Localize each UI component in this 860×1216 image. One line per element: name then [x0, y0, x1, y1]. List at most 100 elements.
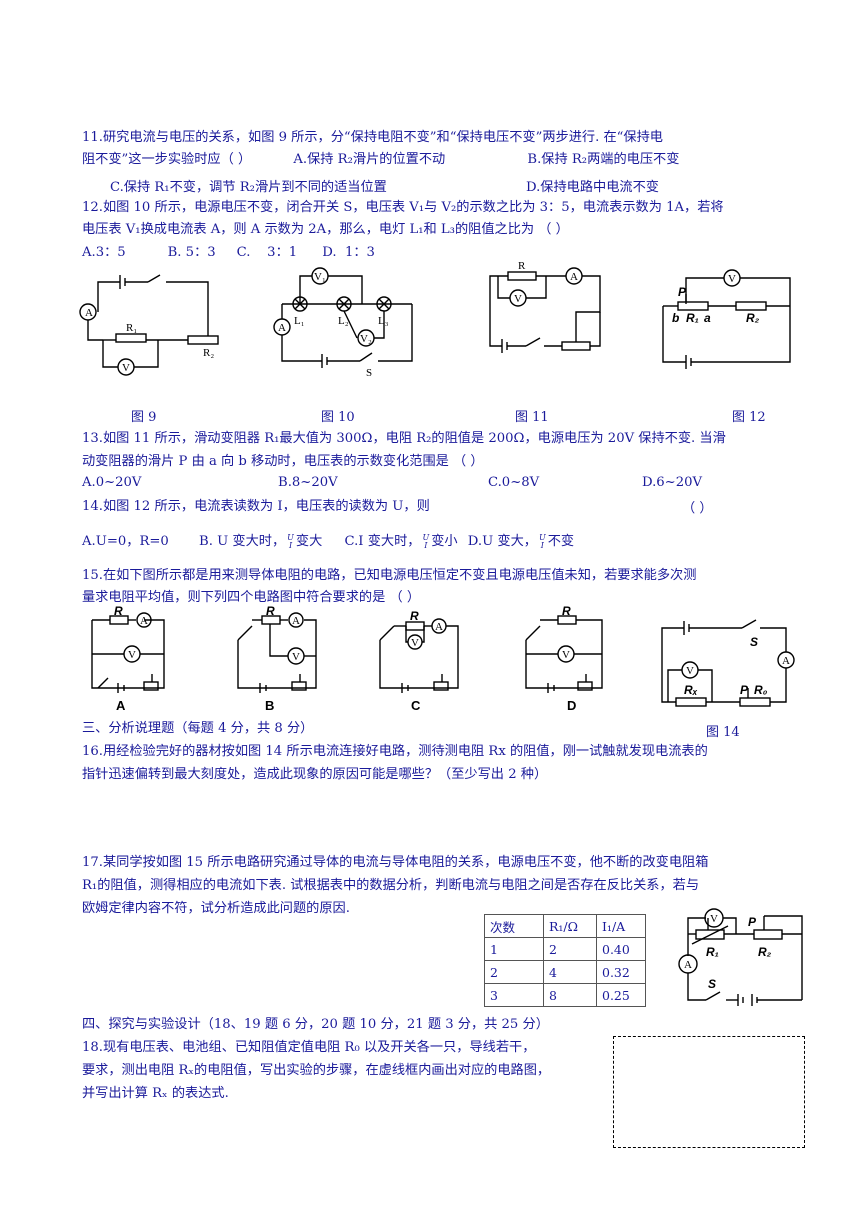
data-table: 次数 R₁/Ω I₁/A 1 2 0.40 2 4 0.32 3 8 0.25 [484, 914, 646, 1007]
q11-line1: 11.研究电流与电压的关系，如图 9 所示，分“保持电阻不变”和“保持电压不变”… [82, 130, 663, 145]
q13-option-c: C.0~8V [488, 475, 540, 490]
q15a-voltmeter-label: V [128, 649, 136, 661]
figure-11-circuit: R A V [489, 260, 601, 353]
table-cell: 3 [484, 983, 544, 1007]
figure-15-circuit: V P R₁ R₂ A S [678, 908, 803, 1006]
q18-line3: 并写出计算 Rₓ 的表达式. [82, 1086, 229, 1101]
q12-line2: 电压表 V₁换成电流表 A，则 A 示数为 2A，那么，电灯 L₁和 L₃的阻值… [82, 222, 569, 237]
q13-option-b: B.8~20V [278, 475, 338, 490]
q14-option-c-post: 变小 [431, 534, 458, 549]
q11-option-d: D.保持电路中电流不变 [526, 180, 659, 195]
q15c-voltmeter-label: V [411, 637, 419, 649]
table-header-row: 次数 R₁/Ω I₁/A [484, 914, 646, 938]
fig10-l2-label: L₂ [338, 315, 349, 327]
q18-line2: 要求，测出电阻 Rₓ的电阻值，写出实验的步骤，在虚线框内画出对应的电路图， [82, 1063, 551, 1078]
fig10-v2-label: V₂ [360, 333, 372, 345]
fig9-ammeter-label: A [85, 307, 93, 319]
fig12-p-label: P [678, 285, 687, 299]
q11-option-b: B.保持 R₂两端的电压不变 [527, 152, 680, 167]
q15b-ammeter-label: A [292, 615, 300, 627]
fig12-r2-label: R₂ [746, 311, 760, 325]
q14-option-a: A.U=0，R=0 [82, 534, 169, 549]
q15-circuit-c: R A V [379, 609, 459, 693]
q17-line3: 欧姆定律内容不符，试分析造成此问题的原因. [82, 901, 350, 916]
q17-line2: R₁的阻值，测得相应的电流如下表. 试根据表中的数据分析，判断电流与电阻之间是否… [82, 878, 700, 893]
table-header-cell: R₁/Ω [543, 914, 597, 938]
q13-option-a: A.0~20V [82, 475, 142, 490]
fig12-r1-label: R₁ [686, 311, 699, 325]
fig10-ammeter-label: A [278, 322, 286, 334]
fig14-s-label: S [750, 635, 758, 649]
q11-line2: 阻不变”这一步实验时应（ ） A.保持 R₂滑片的位置不动 B.保持 R₂两端的… [82, 150, 679, 170]
table-cell: 0.40 [596, 937, 646, 961]
q15a-ammeter-label: A [140, 615, 148, 627]
q14-option-c-pre: C.I 变大时， [344, 534, 421, 549]
q11-option-a: A.保持 R₂滑片的位置不动 [293, 152, 446, 167]
q15-label-b: B [265, 698, 275, 713]
q15c-ammeter-label: A [435, 621, 443, 633]
q14-paren: （ ） [682, 501, 713, 516]
fig10-switch-label: S [366, 367, 372, 379]
figure-14-circuit: S A Rₓ P R₀ V [661, 619, 795, 707]
table-cell: 2 [484, 960, 544, 984]
table-row: 2 4 0.32 [484, 960, 646, 984]
figure-9-caption: 图 9 [131, 410, 157, 425]
fig9-voltmeter-label: V [122, 362, 130, 374]
q17-line1: 17.某同学按如图 15 所示电路研究通过导体的电流与导体电阻的关系，电源电压不… [82, 855, 709, 870]
table-row: 1 2 0.40 [484, 937, 646, 961]
table-cell: 2 [543, 937, 597, 961]
fig11-ammeter-label: A [570, 271, 578, 283]
fig12-voltmeter-label: V [728, 273, 736, 285]
fig15-r1-label: R₁ [706, 945, 719, 959]
fig9-r1-label: R₁ [126, 322, 137, 334]
fig15-voltmeter-label: V [710, 913, 718, 925]
table-cell: 0.25 [596, 983, 646, 1007]
table-header-cell: 次数 [484, 914, 544, 938]
q15-circuit-a: R A V [91, 604, 165, 693]
q15d-voltmeter-label: V [562, 649, 570, 661]
q15-circuit-b: R A V [237, 604, 317, 693]
fig12-a-label: a [704, 311, 711, 325]
fig10-l1-label: L₁ [294, 315, 305, 327]
q12-line1: 12.如图 10 所示，电源电压不变，闭合开关 S，电压表 V₁与 V₂的示数之… [82, 200, 724, 215]
figure-11-caption: 图 11 [515, 410, 549, 425]
table-row: 3 8 0.25 [484, 983, 646, 1007]
section-4-heading: 四、探究与实验设计（18、19 题 6 分，20 题 10 分，21 题 3 分… [82, 1017, 549, 1032]
q18-line1: 18.现有电压表、电池组、已知阻值定值电阻 R₀ 以及开关各一只，导线若干， [82, 1040, 536, 1055]
figure-10-circuit: V₁ L₁ L₂ L₃ A V₂ S [273, 267, 413, 379]
q15-label-d: D [567, 698, 577, 713]
fig10-v1-label: V₁ [314, 271, 326, 283]
q15a-r-label: R [114, 604, 123, 618]
q15c-r-label: R [410, 609, 419, 623]
section-3-heading: 三、分析说理题（每题 4 分，共 8 分） [82, 721, 314, 736]
q15b-r-label: R [266, 604, 275, 618]
fig14-p-label: P [740, 683, 749, 697]
fig11-r-label: R [518, 260, 526, 272]
table-cell: 1 [484, 937, 544, 961]
fig15-ammeter-label: A [684, 959, 692, 971]
figure-12-circuit: V P b R₁ a R₂ [662, 269, 791, 369]
figure-12-caption: 图 12 [732, 410, 766, 425]
q15d-r-label: R [562, 604, 571, 618]
fig9-r2-label: R₂ [203, 347, 214, 359]
q15b-voltmeter-label: V [292, 651, 300, 663]
q16-line2: 指针迅速偏转到最大刻度处，造成此现象的原因可能是哪些？（至少写出 2 种） [82, 767, 548, 782]
answer-drawing-box[interactable] [613, 1036, 805, 1148]
q14-line1: 14.如图 12 所示，电流表读数为 I，电压表的读数为 U，则 [82, 499, 430, 514]
q15-line1: 15.在如下图所示都是用来测导体电阻的电路，已知电源电压恒定不变且电源电压值未知… [82, 568, 697, 583]
fig15-p-label: P [748, 915, 757, 929]
q16-line1: 16.用经检验完好的器材按如图 14 所示电流连接好电路，测待测电阻 Rx 的阻… [82, 744, 708, 759]
figure-10-caption: 图 10 [321, 410, 355, 425]
q13-line1: 13.如图 11 所示，滑动变阻器 R₁最大值为 300Ω，电阻 R₂的阻值是 … [82, 431, 726, 446]
q15-label-a: A [116, 698, 126, 713]
table-header-cell: I₁/A [596, 914, 646, 938]
q13-option-d: D.6~20V [642, 475, 703, 490]
q15-line2: 量求电阻平均值，则下列四个电路图中符合要求的是 （ ） [82, 590, 421, 605]
q12-options: A.3：5 B. 5：3 C. 3：1 D. 1：3 [82, 245, 375, 260]
fig14-rx-label: Rₓ [684, 683, 698, 697]
fig14-voltmeter-label: V [686, 665, 694, 677]
fig11-voltmeter-label: V [514, 293, 522, 305]
